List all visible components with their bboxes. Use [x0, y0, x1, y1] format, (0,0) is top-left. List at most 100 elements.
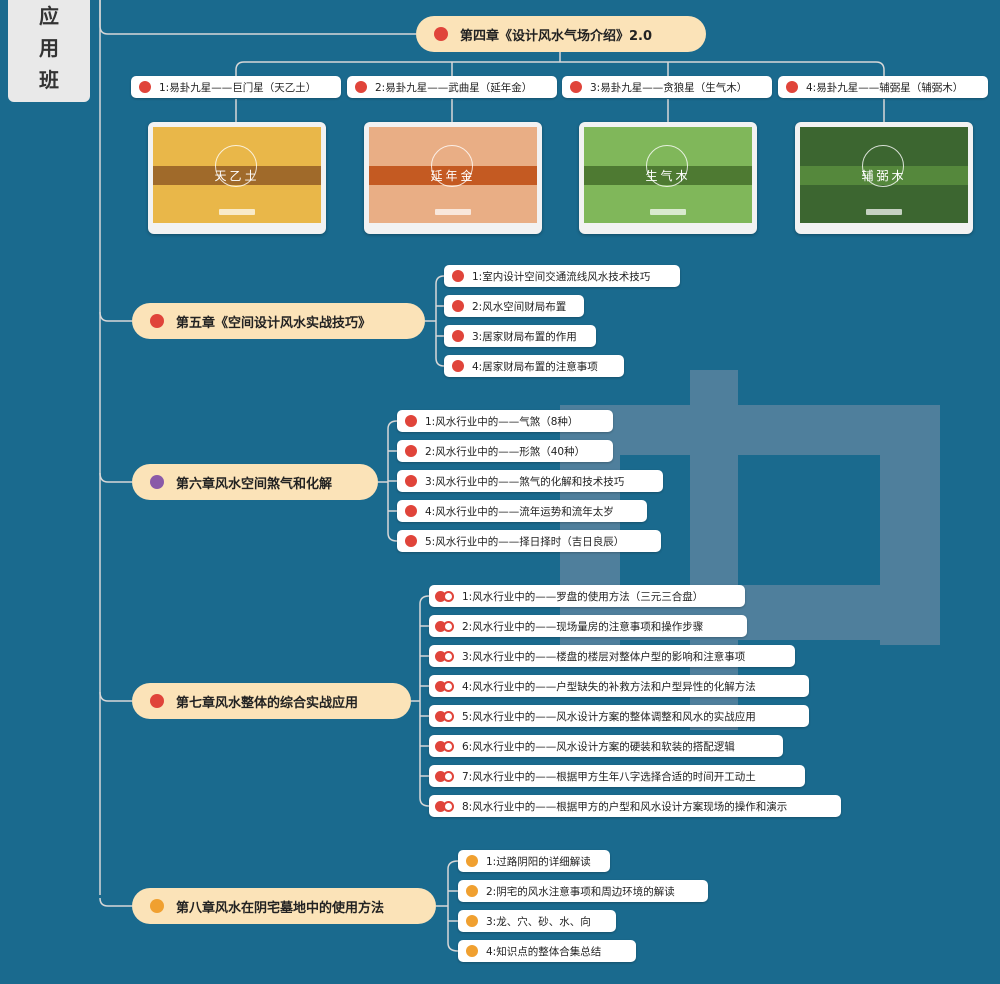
ch7-item[interactable]: 8:风水行业中的——根据甲方的户型和风水设计方案现场的操作和演示 — [429, 795, 841, 817]
side-label-char: 班 — [39, 68, 59, 92]
red-dot-icon — [786, 81, 798, 93]
ch7-item-label: 8:风水行业中的——根据甲方的户型和风水设计方案现场的操作和演示 — [462, 800, 788, 813]
ch7-item-label: 2:风水行业中的——现场量房的注意事项和操作步骤 — [462, 620, 704, 633]
ch4-item[interactable]: 2:易卦九星——武曲星（延年金） — [347, 76, 557, 98]
star-card[interactable]: 生气木 — [579, 122, 757, 234]
card-image: 延年金 — [369, 127, 537, 223]
circle-ornament-icon — [862, 145, 904, 187]
ch7-item[interactable]: 1:风水行业中的——罗盘的使用方法（三元三合盘） — [429, 585, 745, 607]
circle-ornament-icon — [215, 145, 257, 187]
loop-dot-icon — [435, 650, 454, 662]
card-text: 延年金 — [430, 169, 476, 183]
ch8-item[interactable]: 1:过路阴阳的详细解读 — [458, 850, 610, 872]
person-icon — [466, 885, 478, 897]
ch7-item[interactable]: 6:风水行业中的——风水设计方案的硬装和软装的搭配逻辑 — [429, 735, 783, 757]
ch5-item[interactable]: 4:居家财局布置的注意事项 — [444, 355, 624, 377]
purple-dot-icon — [150, 475, 164, 489]
red-dot-icon — [452, 360, 464, 372]
person-icon — [466, 945, 478, 957]
loop-dot-icon — [435, 800, 454, 812]
card-text: 辅弼木 — [861, 169, 907, 183]
ch7-item-label: 4:风水行业中的——户型缺失的补救方法和户型异性的化解方法 — [462, 680, 756, 693]
ch6-item-label: 2:风水行业中的——形煞（40种） — [425, 445, 586, 458]
ch6-item-label: 3:风水行业中的——煞气的化解和技术技巧 — [425, 475, 625, 488]
red-dot-icon — [139, 81, 151, 93]
loop-dot-icon — [435, 770, 454, 782]
person-icon — [466, 855, 478, 867]
red-dot-icon — [405, 475, 417, 487]
logo-icon — [219, 209, 255, 215]
chapter8-title: 第八章风水在阴宅墓地中的使用方法 — [176, 900, 385, 916]
side-label-char: 用 — [39, 36, 59, 60]
rss-icon — [150, 899, 164, 913]
red-dot-icon — [570, 81, 582, 93]
red-dot-icon — [355, 81, 367, 93]
chapter8-node[interactable]: 第八章风水在阴宅墓地中的使用方法 — [132, 888, 436, 924]
ch4-item[interactable]: 3:易卦九星——贪狼星（生气木） — [562, 76, 772, 98]
ch6-item[interactable]: 2:风水行业中的——形煞（40种） — [397, 440, 613, 462]
ch8-item[interactable]: 3:龙、穴、砂、水、向 — [458, 910, 616, 932]
card-text: 天乙土 — [214, 169, 260, 183]
chapter4-title: 第四章《设计风水气场介绍》2.0 — [460, 28, 653, 44]
logo-icon — [435, 209, 471, 215]
ch6-item[interactable]: 4:风水行业中的——流年运势和流年太岁 — [397, 500, 647, 522]
ch5-item-label: 1:室内设计空间交通流线风水技术技巧 — [472, 270, 651, 283]
person-icon — [466, 915, 478, 927]
ch7-item[interactable]: 2:风水行业中的——现场量房的注意事项和操作步骤 — [429, 615, 747, 637]
side-label-char: 应 — [39, 4, 59, 28]
ch4-item-label: 3:易卦九星——贪狼星（生气木） — [590, 81, 748, 94]
chapter7-node[interactable]: 第七章风水整体的综合实战应用 — [132, 683, 411, 719]
chapter5-node[interactable]: 第五章《空间设计风水实战技巧》 — [132, 303, 425, 339]
red-dot-icon — [150, 314, 164, 328]
red-dot-icon — [405, 445, 417, 457]
ch6-item[interactable]: 1:风水行业中的——气煞（8种） — [397, 410, 613, 432]
star-card[interactable]: 辅弼木 — [795, 122, 973, 234]
loop-dot-icon — [435, 680, 454, 692]
ch8-item-label: 1:过路阴阳的详细解读 — [486, 855, 591, 868]
chapter5-title: 第五章《空间设计风水实战技巧》 — [176, 315, 372, 331]
ch6-item-label: 5:风水行业中的——择日择时（吉日良辰） — [425, 535, 625, 548]
ch7-item-label: 3:风水行业中的——楼盘的楼层对整体户型的影响和注意事项 — [462, 650, 746, 663]
ch4-item-label: 2:易卦九星——武曲星（延年金） — [375, 81, 533, 94]
ch7-item[interactable]: 4:风水行业中的——户型缺失的补救方法和户型异性的化解方法 — [429, 675, 809, 697]
card-image: 生气木 — [584, 127, 752, 223]
logo-icon — [650, 209, 686, 215]
red-dot-icon — [434, 27, 448, 41]
ch5-item[interactable]: 3:居家财局布置的作用 — [444, 325, 596, 347]
ch5-item-label: 4:居家财局布置的注意事项 — [472, 360, 598, 373]
ch5-item-label: 3:居家财局布置的作用 — [472, 330, 577, 343]
ch6-item[interactable]: 3:风水行业中的——煞气的化解和技术技巧 — [397, 470, 663, 492]
ch7-item-label: 6:风水行业中的——风水设计方案的硬装和软装的搭配逻辑 — [462, 740, 735, 753]
ch5-item[interactable]: 2:风水空间财局布置 — [444, 295, 584, 317]
red-dot-icon — [452, 270, 464, 282]
star-card[interactable]: 延年金 — [364, 122, 542, 234]
card-image: 辅弼木 — [800, 127, 968, 223]
ch7-item-label: 5:风水行业中的——风水设计方案的整体调整和风水的实战应用 — [462, 710, 756, 723]
ch8-item-label: 3:龙、穴、砂、水、向 — [486, 915, 591, 928]
ch4-item[interactable]: 4:易卦九星——辅弼星（辅弼木） — [778, 76, 988, 98]
red-dot-icon — [405, 415, 417, 427]
star-card[interactable]: 天乙土 — [148, 122, 326, 234]
ch6-item-label: 1:风水行业中的——气煞（8种） — [425, 415, 579, 428]
chapter6-title: 第六章风水空间煞气和化解 — [176, 476, 333, 492]
loop-dot-icon — [435, 620, 454, 632]
red-dot-icon — [452, 330, 464, 342]
ch5-item[interactable]: 1:室内设计空间交通流线风水技术技巧 — [444, 265, 680, 287]
ch4-item[interactable]: 1:易卦九星——巨门星（天乙土） — [131, 76, 341, 98]
chapter7-title: 第七章风水整体的综合实战应用 — [176, 695, 359, 711]
ch4-item-label: 1:易卦九星——巨门星（天乙土） — [159, 81, 317, 94]
side-label: 应 用 班 — [8, 0, 90, 102]
chapter4-node[interactable]: 第四章《设计风水气场介绍》2.0 — [416, 16, 706, 52]
ch4-item-label: 4:易卦九星——辅弼星（辅弼木） — [806, 81, 964, 94]
ch6-item-label: 4:风水行业中的——流年运势和流年太岁 — [425, 505, 614, 518]
ch8-item[interactable]: 4:知识点的整体合集总结 — [458, 940, 636, 962]
ch6-item[interactable]: 5:风水行业中的——择日择时（吉日良辰） — [397, 530, 661, 552]
ch7-item[interactable]: 7:风水行业中的——根据甲方生年八字选择合适的时间开工动土 — [429, 765, 805, 787]
chapter6-node[interactable]: 第六章风水空间煞气和化解 — [132, 464, 378, 500]
ch7-item[interactable]: 5:风水行业中的——风水设计方案的整体调整和风水的实战应用 — [429, 705, 809, 727]
ch8-item[interactable]: 2:阴宅的风水注意事项和周边环境的解读 — [458, 880, 708, 902]
ch7-item[interactable]: 3:风水行业中的——楼盘的楼层对整体户型的影响和注意事项 — [429, 645, 795, 667]
card-image: 天乙土 — [153, 127, 321, 223]
logo-icon — [866, 209, 902, 215]
